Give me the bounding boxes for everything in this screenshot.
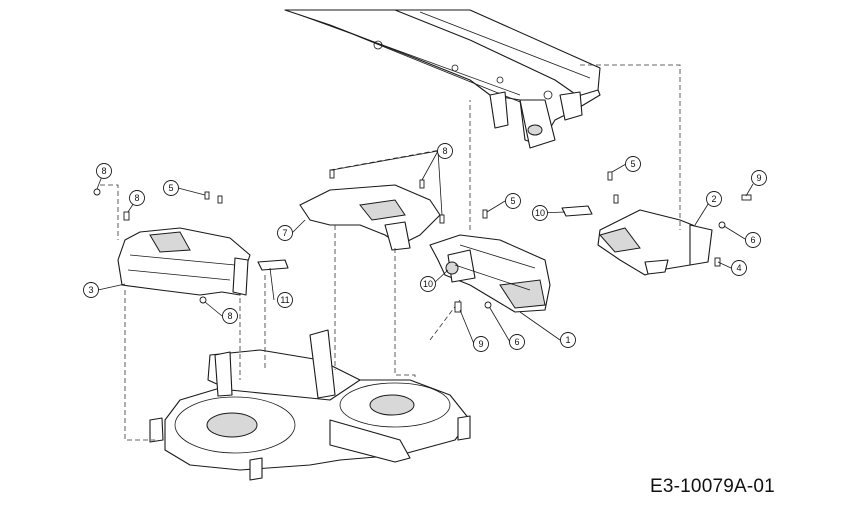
svg-text:8: 8 (101, 166, 106, 176)
callout-8-c: 8 (222, 308, 238, 324)
leader-lines (96, 150, 754, 345)
callout-7: 7 (277, 225, 293, 241)
svg-text:6: 6 (750, 235, 755, 245)
callout-6-b: 6 (509, 334, 525, 350)
callout-9-b: 9 (473, 336, 489, 352)
callout-8-a: 8 (96, 163, 112, 179)
bolt-5-a (204, 191, 223, 204)
svg-text:10: 10 (535, 208, 545, 218)
svg-text:5: 5 (630, 159, 635, 169)
callout-8-b: 8 (129, 190, 145, 206)
bolt-6-b (484, 301, 492, 309)
callout-6-a: 6 (745, 232, 761, 248)
right-guard-part-2 (597, 209, 713, 276)
callout-3: 3 (83, 282, 99, 298)
svg-text:5: 5 (168, 183, 173, 193)
svg-text:6: 6 (514, 337, 519, 347)
tractor-frame (284, 9, 601, 149)
svg-text:9: 9 (478, 339, 483, 349)
figure-reference-code: E3-10079A-01 (650, 476, 775, 497)
svg-text:4: 4 (736, 263, 741, 273)
svg-text:9: 9 (756, 173, 761, 183)
bolt-9-b (454, 301, 462, 313)
svg-text:7: 7 (282, 228, 287, 238)
fasteners (93, 169, 752, 313)
center-cover-part-7 (299, 184, 441, 251)
callout-5-a: 5 (163, 180, 179, 196)
bolt-4 (714, 257, 721, 267)
callout-8-d: 8 (437, 143, 453, 159)
callout-5-c: 5 (625, 156, 641, 172)
svg-text:1: 1 (565, 335, 570, 345)
plate-part-11 (257, 259, 289, 271)
bolt-5-c (607, 171, 619, 204)
bolt-8-b (123, 211, 130, 221)
mower-deck (149, 329, 471, 481)
callout-10-b: 10 (420, 276, 436, 292)
svg-text:10: 10 (423, 279, 433, 289)
callout-4: 4 (731, 260, 747, 276)
bracket-assembly-part-1 (429, 234, 551, 313)
bolt-6-a (718, 221, 726, 229)
svg-text:8: 8 (227, 311, 232, 321)
bolt-8-a (93, 188, 101, 196)
callout-2: 2 (706, 191, 722, 207)
svg-text:11: 11 (280, 295, 289, 305)
callout-9-a: 9 (751, 170, 767, 186)
svg-text:8: 8 (134, 193, 139, 203)
plate-part-10-right (561, 205, 593, 217)
callout-10-a: 10 (532, 205, 548, 221)
svg-text:2: 2 (711, 194, 716, 204)
left-cover-part-3 (117, 227, 251, 296)
svg-text:3: 3 (88, 285, 93, 295)
svg-text:5: 5 (510, 196, 515, 206)
bolt-5-b (482, 209, 488, 219)
callout-11: 11 (277, 292, 293, 308)
callout-5-b: 5 (505, 193, 521, 209)
callout-1: 1 (560, 332, 576, 348)
svg-text:8: 8 (442, 146, 447, 156)
bolt-8-c (199, 296, 207, 304)
